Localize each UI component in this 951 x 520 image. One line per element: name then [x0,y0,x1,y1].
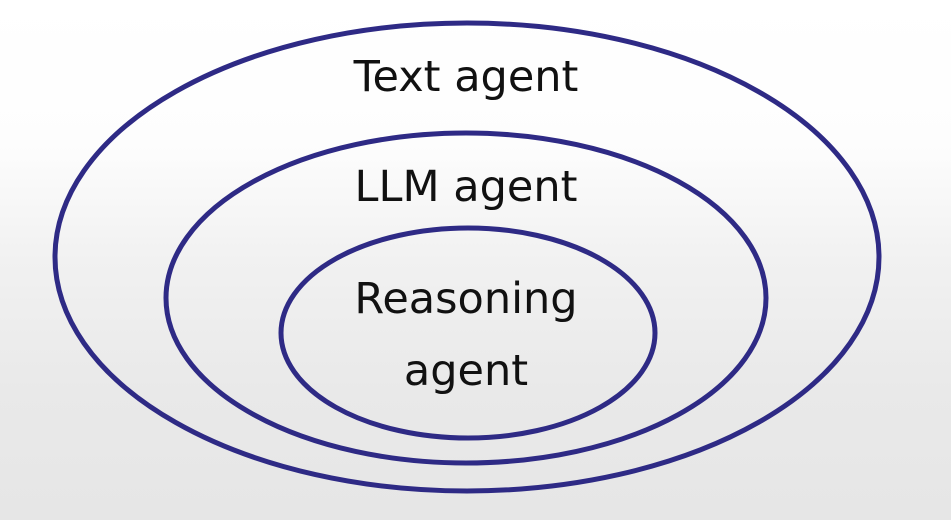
inner-ring-reasoning-agent [278,225,658,441]
text-agent-label: Text agent [353,52,579,102]
reasoning-agent-label: agent [404,346,528,396]
llm-agent-label: LLM agent [355,162,578,212]
middle-ring-llm-agent [163,130,769,466]
outer-ring-text-agent [52,20,882,494]
reasoning-label: Reasoning [354,274,577,324]
